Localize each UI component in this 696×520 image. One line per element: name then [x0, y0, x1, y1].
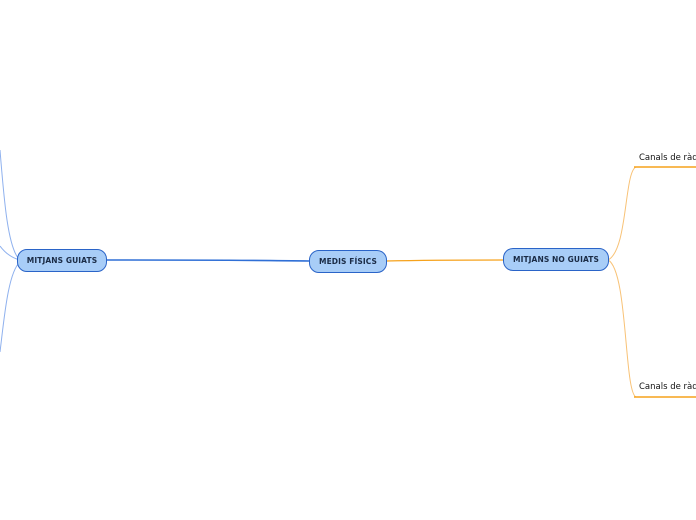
node-label: MEDIS FÍSICS	[319, 257, 377, 266]
node-label: MITJANS NO GUIATS	[513, 255, 599, 264]
leaf-label: Canals de ràd	[639, 382, 696, 392]
left-sub-link-bottom	[0, 261, 21, 353]
leaf-canals-de-radio-top[interactable]: Canals de ràd	[639, 153, 696, 163]
link-central-to-mitjans-no-guiats	[385, 259, 505, 262]
link-to-canals-top	[607, 166, 696, 261]
node-medis-fisics[interactable]: MEDIS FÍSICS	[309, 250, 387, 273]
node-mitjans-guiats[interactable]: MITJANS GUIATS	[17, 249, 107, 272]
node-label: MITJANS GUIATS	[26, 256, 98, 265]
link-to-canals-bottom	[607, 259, 696, 398]
leaf-label: Canals de ràd	[639, 153, 696, 163]
link-central-to-mitjans-guiats	[105, 259, 311, 262]
left-sub-link-top	[0, 149, 21, 261]
node-mitjans-no-guiats[interactable]: MITJANS NO GUIATS	[503, 248, 609, 271]
leaf-canals-de-radio-bottom[interactable]: Canals de ràd	[639, 382, 696, 392]
